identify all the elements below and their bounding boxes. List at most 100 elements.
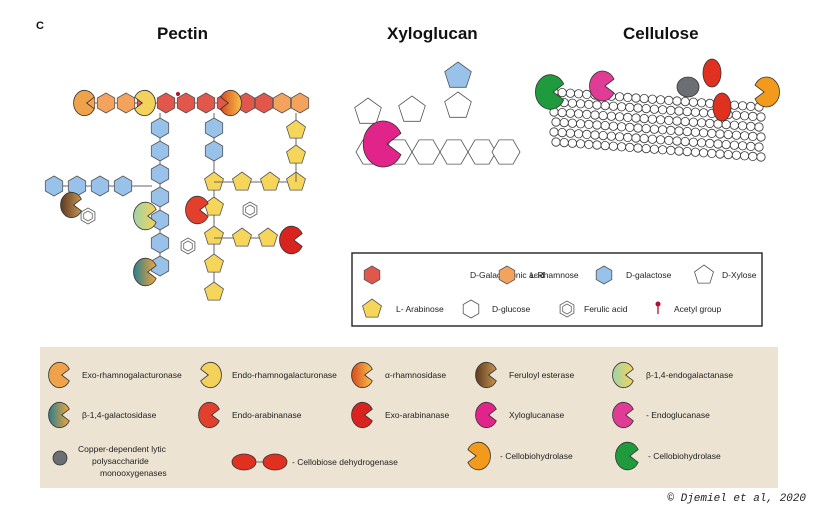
enzyme-legend-label: polysaccharide <box>92 456 149 466</box>
cellulose-unit <box>657 145 668 155</box>
cellulose-unit <box>696 138 707 148</box>
backbone-residue <box>196 92 216 114</box>
cellulose-unit <box>655 135 666 145</box>
cellulose-unit <box>688 97 699 107</box>
cellulose-unit <box>623 132 633 142</box>
cellulose-unit <box>746 141 756 151</box>
lpmo-enzyme <box>676 76 700 98</box>
enzyme-legend-label: Endo-rhamnogalacturonase <box>232 370 337 380</box>
cellulose-unit <box>731 150 742 160</box>
cellulose-unit <box>600 121 610 131</box>
cellulose-unit <box>649 144 660 154</box>
galactose-residue <box>44 175 64 197</box>
cellulose-unit <box>664 95 674 106</box>
cellulose-unit <box>746 101 756 112</box>
cellulose-unit <box>575 99 586 109</box>
pectin-structure <box>44 89 310 301</box>
enzyme-legend-label: Endo-arabinanase <box>232 410 302 420</box>
cellulose-unit <box>559 138 569 148</box>
enzyme-legend-label: monooxygenases <box>100 468 167 478</box>
galactose-residue <box>150 163 170 185</box>
cellulose-unit <box>672 116 682 126</box>
backbone-residue <box>254 92 274 114</box>
cellulose-unit <box>641 144 651 154</box>
enzyme-legend-label: β-1,4-endogalactanase <box>646 370 733 380</box>
legend-d-glucose-symbol <box>462 299 480 319</box>
arabinose-residue <box>204 253 224 273</box>
cellulose-unit <box>664 115 674 126</box>
enzyme-legend-label: Xyloglucanase <box>509 410 565 420</box>
glucose-residue <box>439 139 469 165</box>
cellulose-unit <box>582 89 592 100</box>
cellulose-unit <box>557 88 567 98</box>
cellulose-unit <box>565 108 576 118</box>
cellulose-unit <box>559 118 569 128</box>
cellulose-unit <box>664 135 674 145</box>
galactosidase-enzyme <box>133 257 157 287</box>
galactose-residue <box>150 232 170 254</box>
endo-rhamnogalacturonase-enzyme <box>134 89 156 117</box>
cellulose-unit <box>698 128 709 138</box>
cellulose-unit <box>731 110 742 120</box>
cellulose-unit <box>690 147 701 157</box>
enzyme-legend-label: α-rhamnosidase <box>385 370 446 380</box>
cellulose-unit <box>584 139 594 149</box>
cellulose-unit <box>565 88 576 98</box>
glucose-residue <box>411 139 441 165</box>
alpha-rhamnosidase-icon <box>351 361 373 389</box>
cellulose-unit <box>729 140 740 150</box>
cellulose-structure <box>535 58 780 162</box>
cellulose-unit <box>739 131 750 141</box>
galactose-residue <box>204 117 224 139</box>
galactose-residue <box>150 140 170 162</box>
cellulose-unit <box>631 113 641 123</box>
cellulose-unit <box>688 137 699 147</box>
cellulose-unit <box>625 142 635 152</box>
cellulose-unit <box>625 102 635 113</box>
pectin-title: Pectin <box>157 24 209 43</box>
backbone-residue <box>272 92 292 114</box>
cellulose-unit <box>666 145 676 155</box>
backbone-residue <box>176 92 196 114</box>
cellulose-unit <box>657 105 668 115</box>
legend-d-xylose-symbol <box>694 264 714 284</box>
sugar-legend-label: D-glucose <box>492 304 531 314</box>
cellulose-unit <box>608 101 619 111</box>
cellulose-unit <box>748 131 758 141</box>
cellulose-unit <box>567 118 578 128</box>
cellulose-unit <box>674 126 684 136</box>
galactose-residue <box>113 175 133 197</box>
cellulose-title: Cellulose <box>623 24 699 43</box>
cellulose-unit <box>616 122 627 132</box>
cellulose-unit <box>672 96 682 106</box>
legend-acetyl-symbol <box>655 301 661 307</box>
endo-arabinanase-enzyme <box>185 195 209 225</box>
cellulose-unit <box>598 111 608 121</box>
xyloglucanase-icon <box>475 401 497 429</box>
cellulose-unit <box>584 119 594 130</box>
cellulose-unit <box>680 137 690 147</box>
cellulose-unit <box>649 104 660 114</box>
enzyme-legend-label: - Endoglucanase <box>646 410 710 420</box>
cellulose-unit <box>633 143 643 153</box>
cellulose-unit <box>575 139 586 149</box>
cellulose-unit <box>549 127 559 137</box>
cellulose-unit <box>633 123 643 133</box>
cellulose-unit <box>608 141 619 151</box>
enzyme-legend-label: Exo-arabinanase <box>385 410 450 420</box>
cellulose-unit <box>590 110 600 120</box>
glucose-residue <box>467 139 497 165</box>
cellulose-unit <box>551 137 561 147</box>
endogalactanase-enzyme <box>133 201 157 231</box>
enzyme-legend-label: - Cellobiohydrolase <box>500 451 573 461</box>
cellulose-unit <box>674 106 684 116</box>
cellulose-unit <box>565 128 576 138</box>
cellulose-unit <box>715 129 725 139</box>
cellulose-unit <box>557 108 567 118</box>
endoglucanase-enzyme <box>589 70 615 102</box>
sugar-legend-label: L-Rhamnose <box>530 270 579 280</box>
galactose-side-chain <box>444 61 472 88</box>
cellulose-unit <box>688 117 699 127</box>
